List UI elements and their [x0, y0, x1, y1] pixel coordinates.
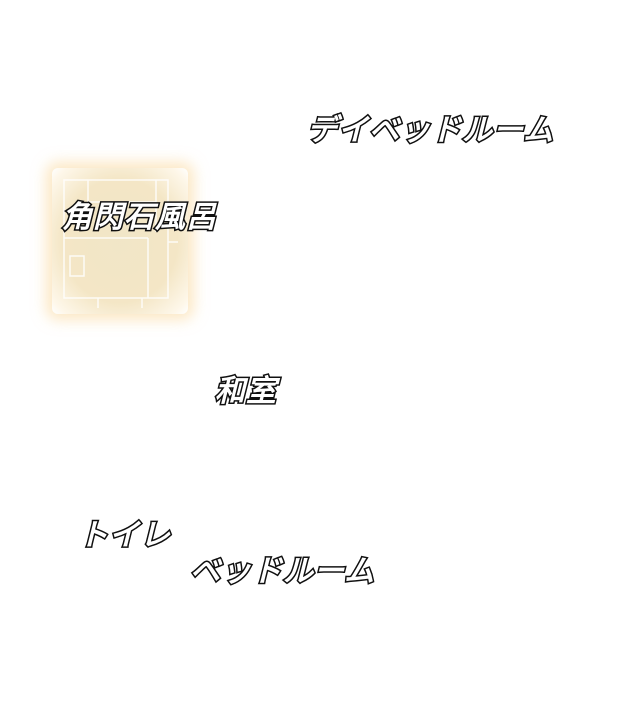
room-label-toilet: トイレ	[77, 518, 172, 553]
room-label-washitsu: 和室	[214, 374, 278, 409]
room-label-bath: 角閃石風呂	[61, 200, 218, 235]
room-label-daybed: デイベッドルーム	[305, 113, 555, 148]
room-label-bedroom: ベッドルーム	[188, 554, 376, 589]
bath-floor-plan-lines	[63, 179, 178, 308]
bath-area-highlight[interactable]	[52, 168, 188, 314]
